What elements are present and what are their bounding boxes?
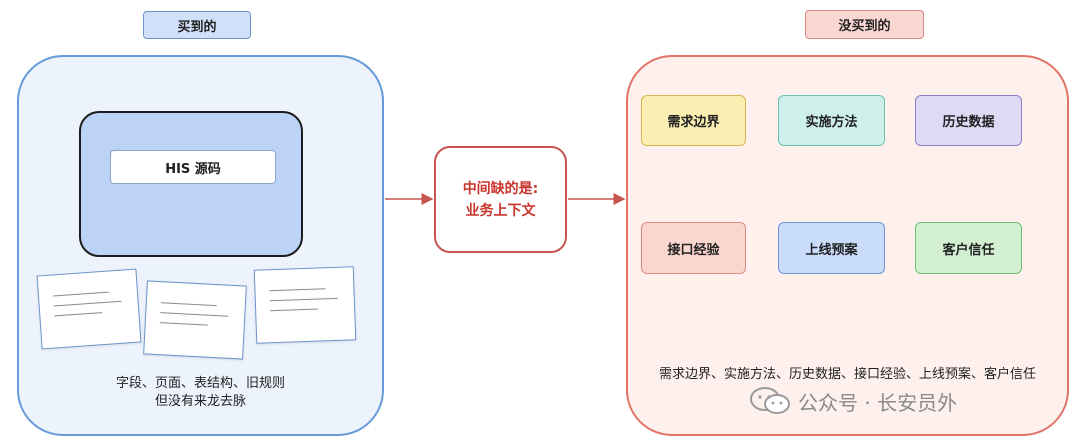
bought-tag: 买到的 [143, 11, 251, 39]
chip-launch-plan: 上线预案 [778, 222, 885, 274]
source-code-label: HIS 源码 [110, 150, 276, 184]
not-bought-tag: 没买到的 [805, 10, 924, 39]
chip-customer-trust: 客户信任 [915, 222, 1022, 274]
watermark: 公众号 · 长安员外 [748, 384, 1048, 418]
chip-interface-experience: 接口经验 [641, 222, 746, 274]
watermark-text: 公众号 · 长安员外 [798, 390, 958, 415]
middle-line1: 中间缺的是: [462, 180, 539, 197]
middle-line2: 业务上下文 [465, 202, 536, 219]
right-caption: 需求边界、实施方法、历史数据、接口经验、上线预案、客户信任 [658, 367, 1036, 382]
left-caption-line1: 字段、页面、表结构、旧规则 [115, 376, 285, 391]
chip-historical-data: 历史数据 [915, 95, 1022, 146]
missing-context-box: 中间缺的是: 业务上下文 [434, 146, 567, 253]
chip-implementation-method: 实施方法 [778, 95, 885, 146]
chip-requirement-boundary: 需求边界 [641, 95, 746, 146]
left-caption: 字段、页面、表结构、旧规则 但没有来龙去脉 [17, 375, 384, 411]
source-code-box [79, 111, 303, 257]
left-caption-line2: 但没有来龙去脉 [154, 394, 246, 409]
wechat-icon [750, 387, 790, 414]
